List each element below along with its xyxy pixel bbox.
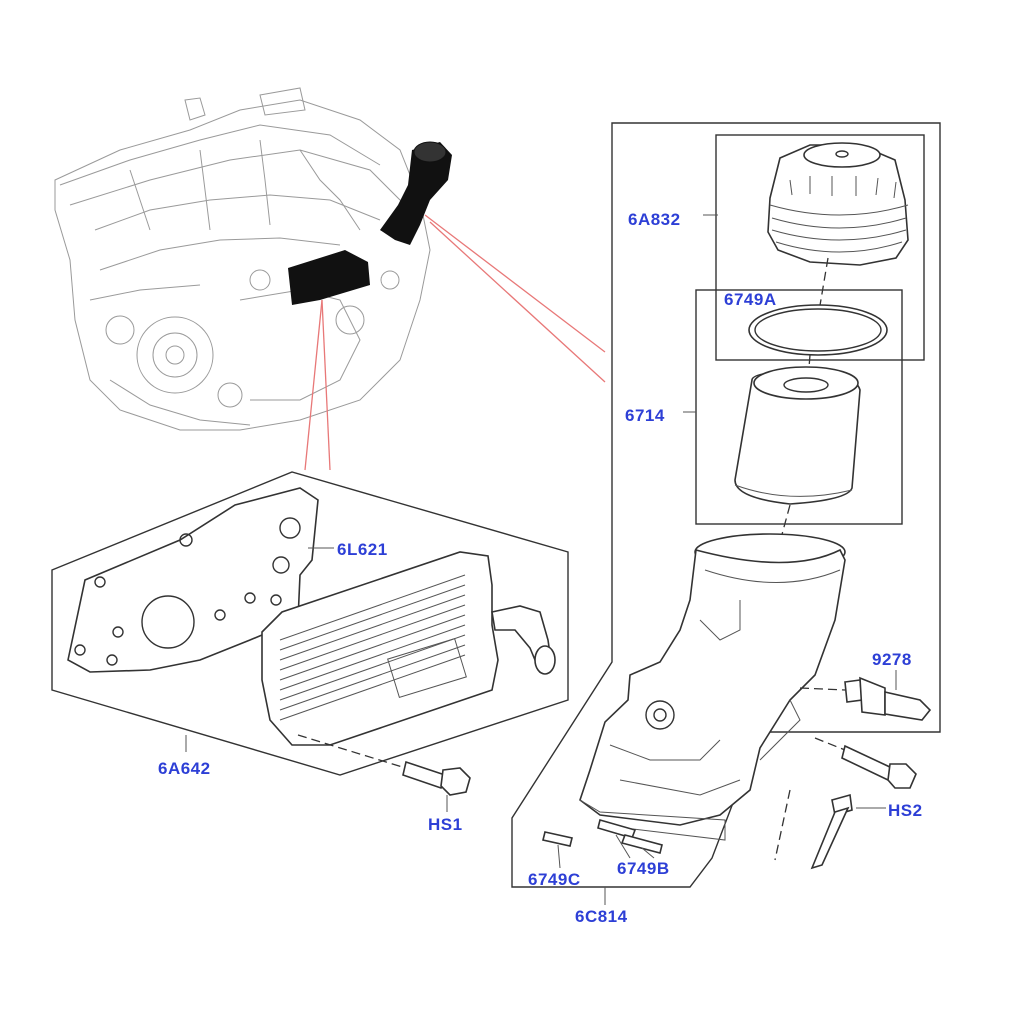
- bolt-hs2-lower-icon: [774, 789, 853, 870]
- o-ring-icon: [748, 304, 888, 356]
- bolt-hs2-icon: [814, 737, 917, 789]
- oil-cooler-assembly: [51, 471, 569, 812]
- label-cooler-kit: 6A642: [158, 759, 211, 778]
- filter-housing-icon: [579, 533, 846, 841]
- filter-cap-icon: [767, 142, 909, 266]
- small-seals-icon: [542, 819, 663, 869]
- engine-overview: [54, 87, 606, 471]
- label-housing: 6C814: [575, 907, 628, 926]
- filter-housing-assembly: [511, 122, 941, 905]
- label-seal-small-c: 6749C: [528, 870, 581, 889]
- label-filter: 6714: [625, 406, 665, 425]
- label-bolt-cooler: HS1: [428, 815, 463, 834]
- label-seal-upper: 6749A: [724, 290, 777, 309]
- label-bolt-housing: HS2: [888, 801, 923, 820]
- filter-element-icon: [734, 366, 861, 505]
- oil-pressure-sensor-icon: [799, 670, 932, 721]
- label-cap: 6A832: [628, 210, 681, 229]
- label-seal-small-b: 6749B: [617, 859, 670, 878]
- part-labels: 6A832 6749A 6714 6L621 6A642 HS1 9278 HS…: [158, 210, 923, 926]
- label-gasket: 6L621: [337, 540, 388, 559]
- oil-cooler-icon: [261, 551, 499, 746]
- label-sensor: 9278: [872, 650, 912, 669]
- highlighted-housing-icon: [380, 142, 452, 245]
- bolt-icon: [402, 760, 446, 790]
- highlighted-cooler-icon: [288, 250, 370, 305]
